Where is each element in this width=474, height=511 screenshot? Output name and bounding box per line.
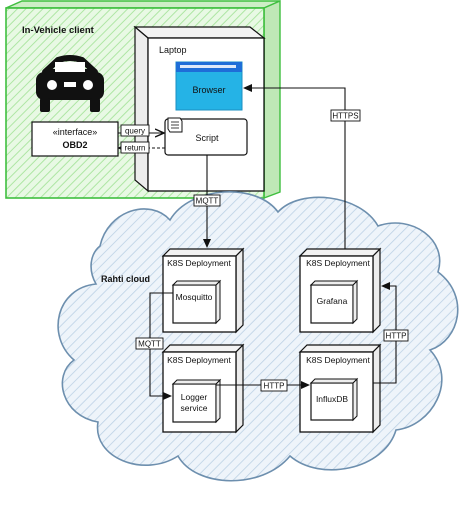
- browser-window: Browser: [175, 61, 243, 111]
- mqtt-top-label: MQTT: [196, 197, 219, 206]
- script-box: Script: [164, 118, 248, 156]
- https-label: HTTPS: [332, 112, 358, 121]
- mqtt-script-to-mosquitto: MQTT: [193, 155, 221, 248]
- script-label: Script: [195, 133, 219, 143]
- influxdb-deployment-header: K8S Deployment: [306, 355, 370, 365]
- mqtt-mosquitto-to-logger: MQTT: [135, 292, 173, 400]
- query-edge: query: [118, 124, 163, 136]
- rahti-cloud-title: Rahti cloud: [101, 274, 150, 284]
- mosquitto-deployment-header: K8S Deployment: [167, 258, 231, 268]
- interface-stereotype: «interface»: [53, 127, 98, 137]
- mosquitto-label: Mosquitto: [176, 292, 213, 302]
- logger-label-line1: Logger: [181, 392, 208, 402]
- k8s-deployment-logger: K8S Deployment Logger service: [161, 343, 245, 434]
- in-vehicle-client-title: In-Vehicle client: [22, 25, 95, 36]
- influxdb-label: InfluxDB: [316, 394, 348, 404]
- obd2-interface: «interface» OBD2: [31, 121, 119, 157]
- browser-label: Browser: [192, 85, 225, 95]
- http-logger-to-influxdb: HTTP: [216, 379, 310, 392]
- grafana-deployment-header: K8S Deployment: [306, 258, 370, 268]
- k8s-deployment-mosquitto: K8S Deployment Mosquitto: [161, 247, 245, 334]
- logger-label-line2: service: [181, 403, 208, 413]
- k8s-deployment-grafana: K8S Deployment Grafana: [298, 247, 382, 334]
- car-icon: [36, 55, 104, 112]
- http-mid-label: HTTP: [264, 382, 285, 391]
- grafana-label: Grafana: [317, 296, 348, 306]
- return-edge: return: [120, 141, 165, 154]
- https-grafana-to-browser: HTTPS: [243, 84, 361, 249]
- mqtt-left-label: MQTT: [138, 340, 161, 349]
- laptop-title: Laptop: [159, 45, 187, 55]
- logger-deployment-header: K8S Deployment: [167, 355, 231, 365]
- return-label: return: [125, 144, 146, 153]
- script-icon: [167, 117, 183, 133]
- http-influxdb-to-grafana: HTTP: [373, 282, 409, 384]
- http-right-label: HTTP: [386, 332, 407, 341]
- query-label: query: [125, 127, 145, 136]
- obd2-label: OBD2: [62, 140, 87, 150]
- k8s-deployment-influxdb: K8S Deployment InfluxDB: [298, 343, 382, 434]
